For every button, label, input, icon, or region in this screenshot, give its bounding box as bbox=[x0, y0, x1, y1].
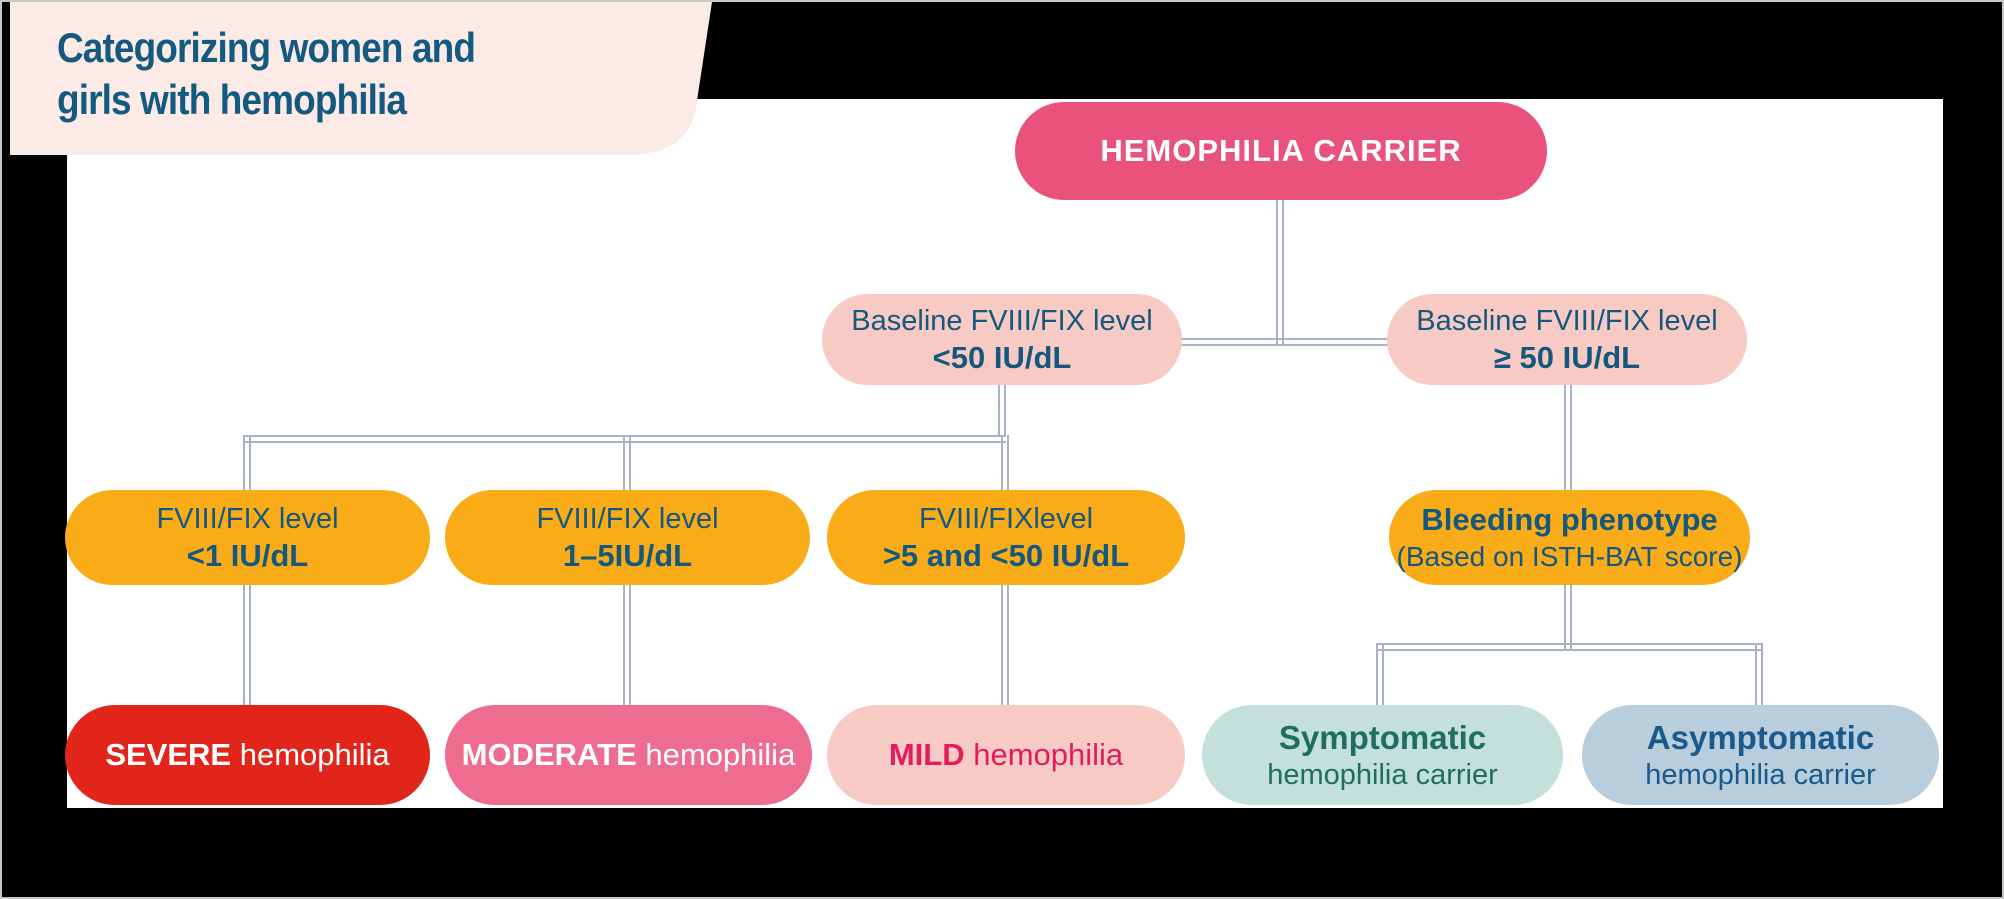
node-moderate-hemophilia-label: MODERATE hemophilia bbox=[462, 737, 796, 773]
node-baseline-50-or-more: Baseline FVIII/FIX level ≥ 50 IU/dL bbox=[1387, 294, 1747, 385]
node-mild-hemophilia-label: MILD hemophilia bbox=[889, 737, 1123, 773]
connector-carrier-down bbox=[1276, 199, 1284, 346]
node-bleeding-phenotype: Bleeding phenotype (Based on ISTH-BAT sc… bbox=[1389, 490, 1750, 585]
node-asymptomatic-carrier-line2: hemophilia carrier bbox=[1645, 758, 1876, 791]
node-symptomatic-carrier-line1: Symptomatic bbox=[1278, 718, 1487, 756]
node-severe-hemophilia: SEVERE hemophilia bbox=[65, 705, 430, 805]
mild-emphasis: MILD bbox=[888, 737, 965, 772]
page-title: Categorizing women and girls with hemoph… bbox=[57, 22, 476, 126]
connector-lowbranch-down bbox=[998, 384, 1006, 435]
node-baseline-50-or-more-line2: ≥ 50 IU/dL bbox=[1493, 339, 1641, 375]
connector-drop-asymptomatic bbox=[1755, 643, 1763, 713]
content-card bbox=[67, 99, 1943, 808]
node-mild-hemophilia: MILD hemophilia bbox=[827, 705, 1185, 805]
node-hemophilia-carrier-label: HEMOPHILIA CARRIER bbox=[1100, 133, 1462, 168]
node-baseline-below-50-line2: <50 IU/dL bbox=[932, 339, 1072, 375]
node-asymptomatic-carrier-line1: Asymptomatic bbox=[1646, 718, 1875, 756]
node-symptomatic-carrier-line2: hemophilia carrier bbox=[1267, 758, 1498, 791]
node-level-1-to-5: FVIII/FIX level 1–5IU/dL bbox=[445, 490, 810, 585]
node-level-1-to-5-line1: FVIII/FIX level bbox=[536, 502, 719, 535]
node-hemophilia-carrier: HEMOPHILIA CARRIER bbox=[1015, 102, 1547, 200]
moderate-emphasis: MODERATE bbox=[461, 737, 637, 772]
node-level-5-to-50-line1: FVIII/FIXlevel bbox=[918, 502, 1094, 535]
node-baseline-below-50: Baseline FVIII/FIX level <50 IU/dL bbox=[822, 294, 1182, 385]
node-moderate-hemophilia: MODERATE hemophilia bbox=[445, 705, 812, 805]
mild-rest: hemophilia bbox=[964, 737, 1124, 772]
node-bleeding-phenotype-line2: (Based on ISTH-BAT score) bbox=[1396, 541, 1743, 572]
moderate-rest: hemophilia bbox=[636, 737, 796, 772]
connector-right-branch-bar bbox=[1376, 643, 1763, 651]
node-baseline-below-50-line1: Baseline FVIII/FIX level bbox=[851, 304, 1153, 337]
node-asymptomatic-carrier: Asymptomatic hemophilia carrier bbox=[1582, 705, 1939, 805]
connector-baseline-link bbox=[1152, 338, 1412, 346]
node-level-below-1: FVIII/FIX level <1 IU/dL bbox=[65, 490, 430, 585]
node-baseline-50-or-more-line1: Baseline FVIII/FIX level bbox=[1416, 304, 1718, 337]
page-title-line1: Categorizing women and bbox=[57, 24, 476, 71]
node-symptomatic-carrier: Symptomatic hemophilia carrier bbox=[1202, 705, 1563, 805]
node-bleeding-phenotype-line1: Bleeding phenotype bbox=[1421, 502, 1718, 537]
severe-emphasis: SEVERE bbox=[105, 737, 232, 772]
node-level-5-to-50-line2: >5 and <50 IU/dL bbox=[882, 537, 1130, 573]
page-title-line2: girls with hemophilia bbox=[57, 76, 407, 123]
node-severe-hemophilia-label: SEVERE hemophilia bbox=[105, 737, 389, 773]
connector-drop-symptomatic bbox=[1376, 643, 1384, 713]
node-level-5-to-50: FVIII/FIXlevel >5 and <50 IU/dL bbox=[827, 490, 1185, 585]
node-level-below-1-line1: FVIII/FIX level bbox=[156, 502, 339, 535]
severe-rest: hemophilia bbox=[231, 737, 390, 772]
node-level-1-to-5-line2: 1–5IU/dL bbox=[562, 537, 693, 573]
node-level-below-1-line2: <1 IU/dL bbox=[186, 537, 309, 573]
title-tab: Categorizing women and girls with hemoph… bbox=[10, 2, 712, 155]
